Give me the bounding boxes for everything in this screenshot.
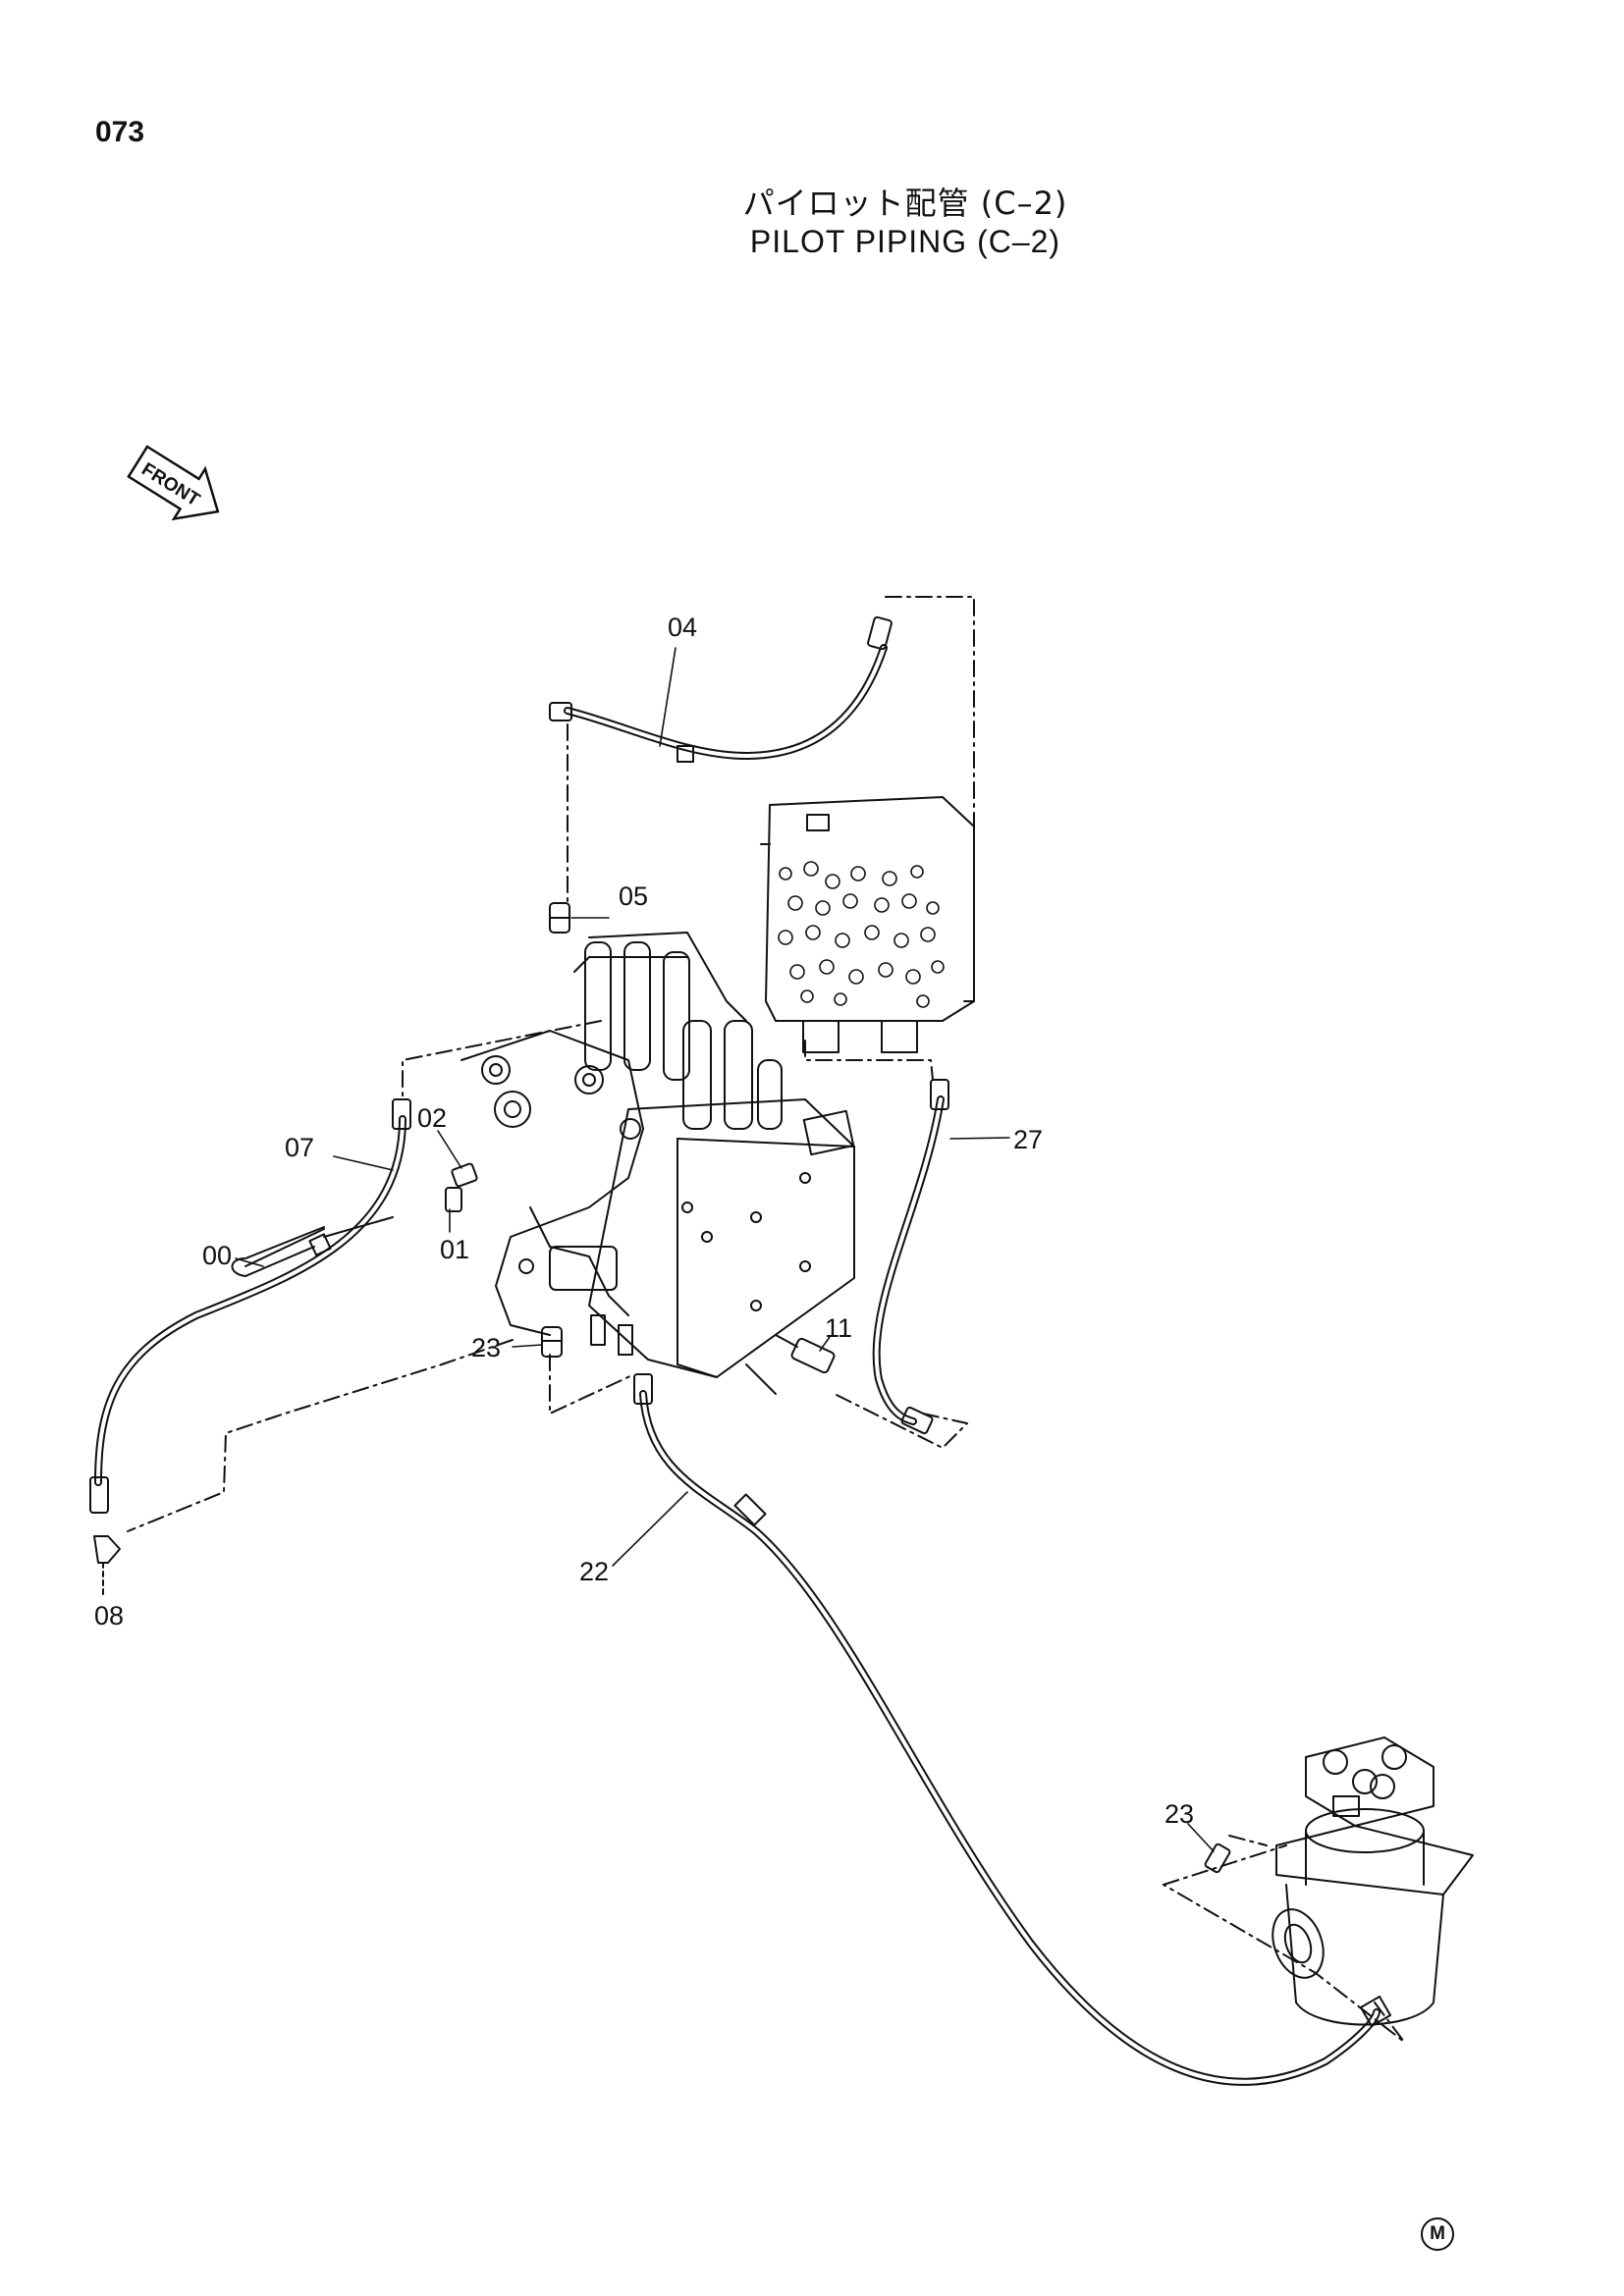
callout-23-center: 23 — [471, 1333, 501, 1362]
hose-27 — [834, 1079, 968, 1449]
hose-22 — [633, 1373, 1392, 2086]
callout-04: 04 — [668, 613, 697, 642]
callout-02: 02 — [417, 1103, 447, 1133]
hose-07 — [89, 1098, 411, 1514]
callout-00: 00 — [202, 1241, 232, 1270]
page-title-japanese: パイロット配管 (C–2) — [742, 185, 1068, 222]
callout-07: 07 — [285, 1133, 314, 1162]
callout-23-right: 23 — [1164, 1799, 1194, 1829]
fitting-05 — [549, 902, 570, 934]
fitting-23-center — [541, 1326, 563, 1358]
front-arrow-icon: FRONT — [127, 445, 220, 521]
callout-08: 08 — [94, 1601, 124, 1630]
control-valve-assembly — [460, 932, 855, 1395]
fitting-01 — [445, 1187, 462, 1212]
hose-04 — [549, 615, 893, 763]
callout-01: 01 — [440, 1235, 469, 1264]
fitting-02 — [451, 1162, 478, 1188]
circled-m-icon: M — [1421, 2217, 1454, 2251]
elbow-08 — [93, 1535, 121, 1596]
fitting-23-right — [1204, 1842, 1231, 1874]
center-joint — [1272, 1736, 1474, 2026]
page-number: 073 — [95, 116, 145, 148]
pilot-valve-block — [760, 796, 975, 1081]
callout-11: 11 — [825, 1313, 852, 1343]
callout-22: 22 — [579, 1557, 609, 1586]
hose-00 — [231, 1216, 394, 1277]
callout-27: 27 — [1013, 1125, 1043, 1154]
page-title-english: PILOT PIPING (C–2) — [749, 224, 1061, 259]
callout-05: 05 — [619, 881, 648, 911]
